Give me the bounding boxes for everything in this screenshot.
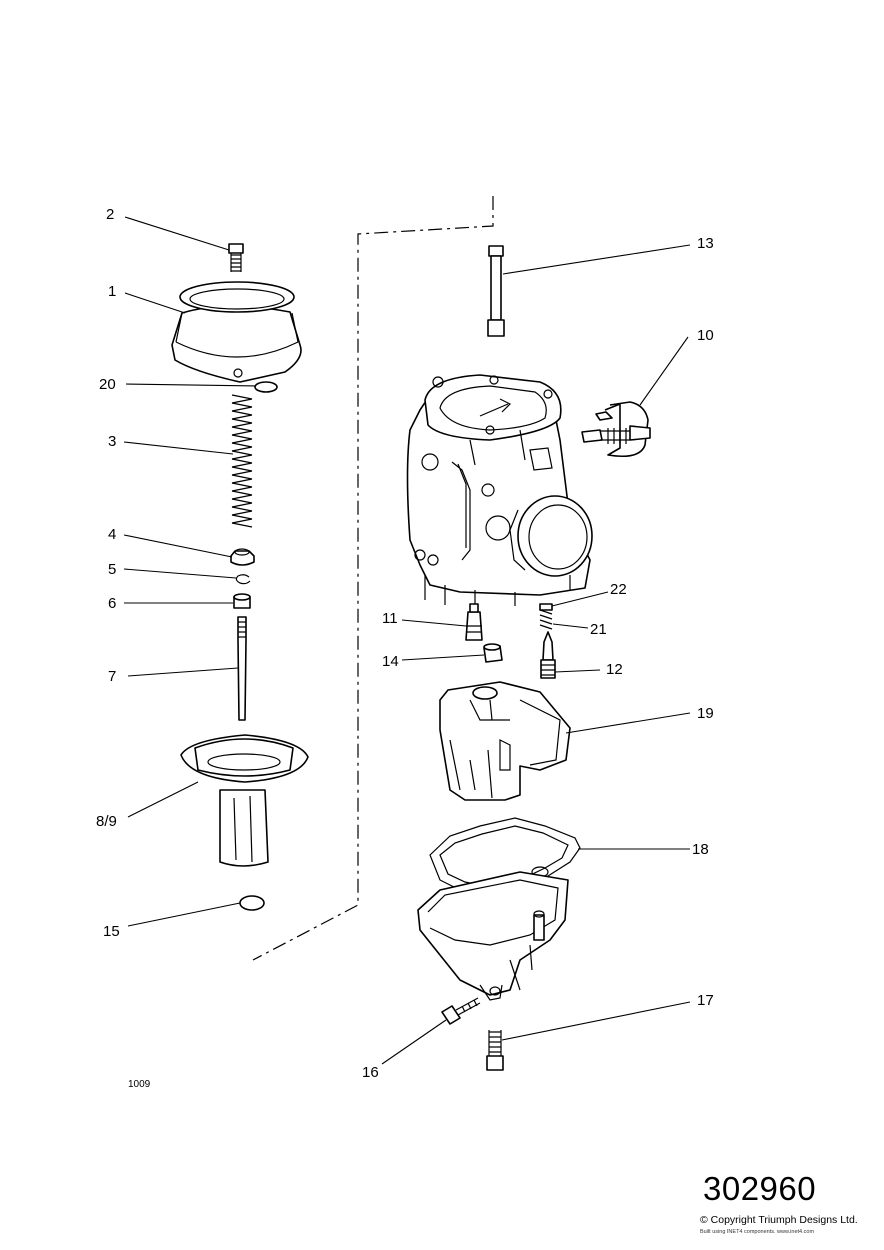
callout-4: 4	[108, 526, 116, 543]
part-float-valve-spring	[539, 603, 553, 630]
part-drain-screw	[441, 997, 481, 1025]
part-diaphragm-slide	[180, 734, 309, 867]
part-spring-seat	[230, 548, 255, 566]
assembly-line	[252, 196, 494, 961]
callout-16: 16	[362, 1064, 379, 1081]
callout-1: 1	[108, 283, 116, 300]
part-carburettor-body	[406, 374, 593, 606]
leader-lines	[123, 216, 691, 1065]
fineprint-notice: Built using INET4 components. www.inet4.…	[700, 1229, 815, 1235]
part-float	[439, 681, 571, 801]
callout-7: 7	[108, 668, 116, 685]
callout-13: 13	[697, 235, 714, 252]
callout-5: 5	[108, 561, 116, 578]
part-o-ring-small	[254, 381, 278, 393]
drawing-number: 302960	[703, 1170, 817, 1207]
callout-2: 2	[106, 206, 114, 223]
figure-code: 1009	[128, 1079, 151, 1090]
part-starter-valve	[581, 401, 651, 458]
callout-18: 18	[692, 841, 709, 858]
callout-21: 21	[590, 621, 607, 638]
part-needle-valve	[540, 631, 556, 679]
callout-14: 14	[382, 653, 399, 670]
part-pipe	[487, 245, 505, 337]
part-main-jet	[465, 603, 483, 641]
callout-6: 6	[108, 595, 116, 612]
callout-22: 22	[610, 581, 627, 598]
callout-12: 12	[606, 661, 623, 678]
callout-10: 10	[697, 327, 714, 344]
part-top-cover	[171, 281, 302, 383]
part-e-clip	[235, 574, 251, 585]
part-bowl-screw	[486, 1030, 504, 1071]
callout-17: 17	[697, 992, 714, 1009]
callout-3: 3	[108, 433, 116, 450]
part-float-bowl	[417, 871, 569, 1001]
callout-8-9: 8/9	[96, 813, 117, 830]
copyright-notice: © Copyright Triumph Designs Ltd.	[700, 1214, 858, 1226]
callout-20: 20	[99, 376, 116, 393]
callout-19: 19	[697, 705, 714, 722]
part-screw-top	[228, 243, 244, 272]
part-washer	[233, 593, 251, 609]
callout-11: 11	[382, 610, 398, 627]
part-spring	[231, 394, 253, 528]
callout-15: 15	[103, 923, 120, 940]
part-o-ring-bottom	[239, 895, 265, 911]
part-jet-needle	[237, 616, 247, 721]
part-pilot-jet	[483, 643, 503, 663]
